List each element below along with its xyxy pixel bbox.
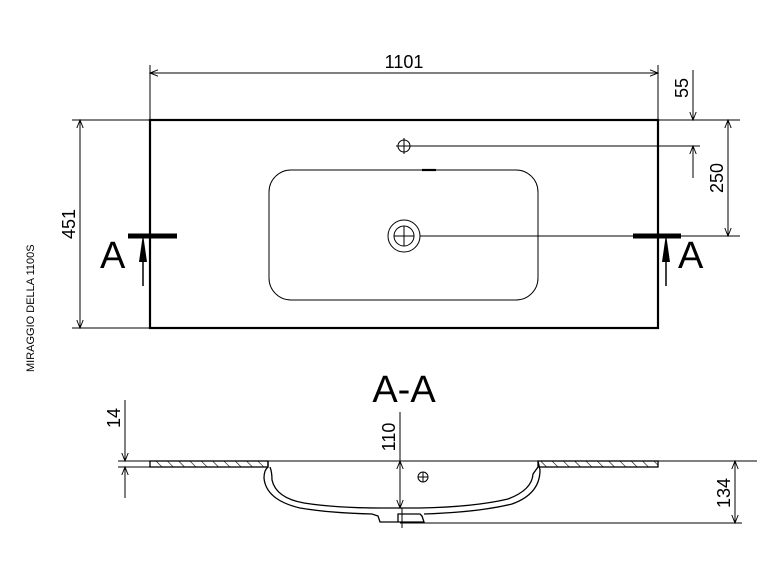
section-title: A-A: [372, 369, 436, 411]
tap-offset-dimension: 55: [672, 78, 692, 98]
width-dimension: 1101: [385, 52, 424, 72]
bowl-depth-dimension: 110: [379, 423, 399, 452]
slab-right: [537, 460, 659, 468]
svg-text:A: A: [100, 235, 126, 277]
drain-icon: [387, 219, 421, 253]
overflow-hole-icon: [417, 471, 429, 483]
top-view: 1101 451 55 250 A A: [59, 52, 740, 330]
countertop-outline: [148, 118, 660, 330]
section-marker-right: A: [633, 233, 704, 286]
tap-hole-icon: [396, 138, 412, 154]
svg-text:A: A: [678, 235, 704, 277]
slab-left: [149, 460, 269, 468]
basin-outline: [268, 169, 539, 301]
section-marker-left: A: [100, 233, 177, 286]
depth-dimension: 451: [59, 209, 79, 239]
drain-offset-dimension: 250: [707, 163, 727, 193]
total-height-dimension: 134: [714, 478, 734, 508]
section-view: A-A 14 110 134: [104, 369, 757, 528]
basin-bowl-section: [263, 460, 541, 523]
slab-thickness-dimension: 14: [104, 408, 124, 428]
model-label: MIRAGGIO DELLA 1100S: [25, 244, 37, 372]
